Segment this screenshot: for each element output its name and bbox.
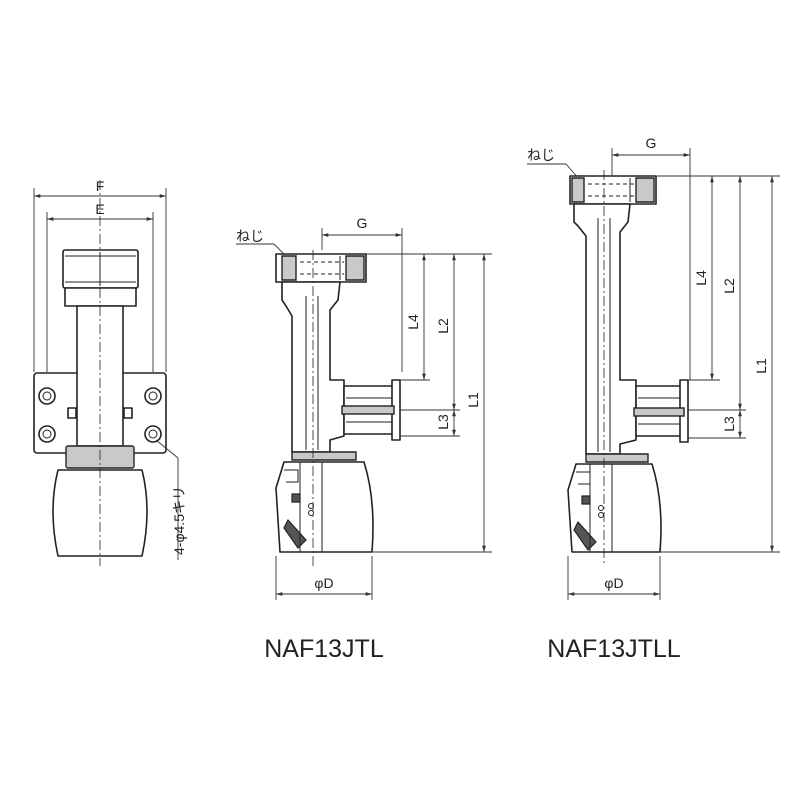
dim-l3-label: L3	[435, 414, 451, 430]
section-view-naf13jtll: G ねじ	[527, 135, 780, 663]
model-name: NAF13JTL	[264, 635, 384, 663]
dim-l2-label: L2	[435, 318, 451, 334]
dimension-g: G	[611, 135, 691, 380]
dimension-l2: L2	[688, 175, 746, 411]
dim-d-label: φD	[314, 575, 333, 591]
dimension-l1: L1	[372, 253, 492, 553]
dimension-l2: L2	[400, 253, 460, 411]
valve-body	[281, 281, 401, 453]
dimension-e: E	[46, 201, 154, 372]
dim-l4-label: L4	[405, 314, 421, 330]
valve-body	[573, 203, 689, 455]
push-fitting	[275, 451, 374, 553]
screw-callout: ねじ	[527, 147, 581, 181]
dim-d-label: φD	[604, 575, 623, 591]
dim-l1-label: L1	[753, 358, 769, 374]
hole-note: 4-φ4.5キリ	[155, 439, 187, 560]
cap-nut	[275, 253, 367, 283]
hex-nut	[62, 249, 139, 307]
dimension-l4: L4	[366, 253, 430, 381]
mounting-holes	[38, 387, 162, 443]
dimension-l1: L1	[660, 175, 780, 553]
push-fitting	[567, 453, 662, 553]
dimension-l3: L3	[688, 410, 746, 439]
dim-g-label: G	[357, 215, 368, 231]
dimension-d: φD	[567, 556, 661, 600]
dim-l3-label: L3	[721, 416, 737, 432]
screw-label: ねじ	[527, 147, 555, 163]
hole-note-label: 4-φ4.5キリ	[171, 486, 187, 555]
model-name: NAF13JTLL	[547, 635, 680, 663]
dim-g-label: G	[646, 135, 657, 151]
front-view: F E	[33, 178, 187, 566]
dim-l4-label: L4	[693, 270, 709, 286]
dimension-l4: L4	[656, 175, 720, 381]
dimension-d: φD	[275, 556, 373, 600]
dimension-l3: L3	[400, 410, 460, 437]
screw-label: ねじ	[236, 228, 264, 244]
dimension-g: G	[321, 215, 403, 372]
dim-l1-label: L1	[465, 392, 481, 408]
section-view-naf13jtl: G ねじ	[236, 215, 492, 663]
dim-e-label: E	[95, 201, 104, 217]
dim-l2-label: L2	[721, 278, 737, 294]
cap-nut	[569, 175, 657, 205]
